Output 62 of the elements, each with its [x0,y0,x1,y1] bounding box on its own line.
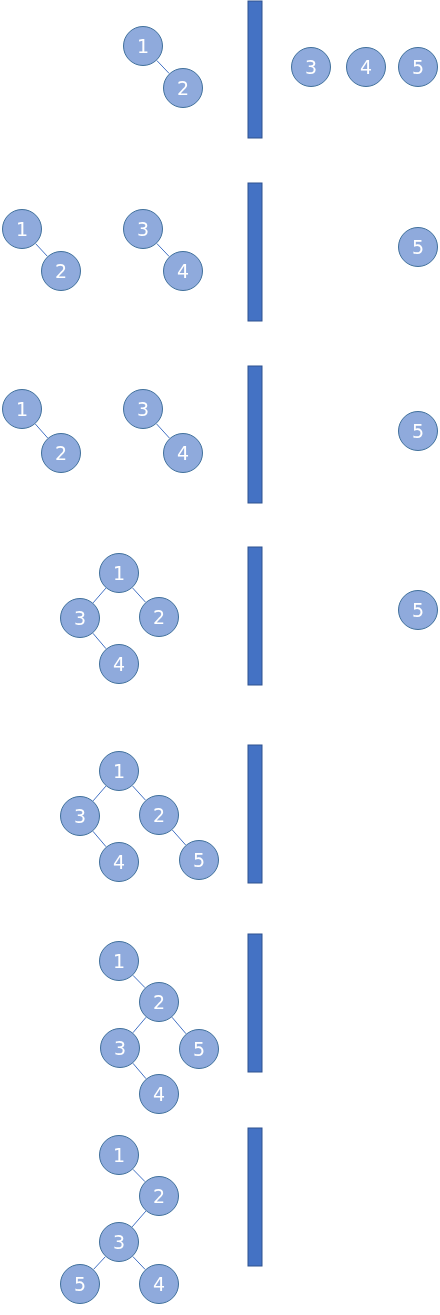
tree-edge [132,1256,146,1270]
divider-bar [247,365,263,504]
divider-bar [247,182,263,322]
tree-edge [156,60,170,74]
tree-edge [131,1210,147,1228]
tree-edge [132,1016,147,1034]
tree-node-circle: 4 [163,251,203,291]
tree-node-circle: 3 [100,1028,140,1068]
divider-bar [247,744,263,884]
tree-node-circle: 3 [99,1222,139,1262]
tree-node-circle: 5 [398,590,438,630]
tree-edge [35,243,48,257]
tree-node-circle: 1 [2,209,42,249]
tree-edge [92,632,107,650]
tree-node-circle: 3 [291,47,331,87]
tree-node-circle: 2 [139,795,179,835]
divider-bar [247,0,263,139]
tree-edge [131,587,147,603]
tree-node-circle: 1 [2,389,42,429]
tree-node-circle: 5 [398,227,438,267]
tree-node-circle: 5 [179,1029,219,1069]
tree-node-circle: 4 [139,1264,179,1304]
tree-node-circle: 4 [163,433,203,473]
tree-node-circle: 3 [60,598,100,638]
tree-node-circle: 2 [41,251,81,291]
tree-edge [155,423,171,439]
tree-node-circle: 2 [139,982,179,1022]
tree-node-circle: 4 [99,842,139,882]
tree-node-circle: 5 [398,47,438,87]
tree-node-circle: 3 [123,209,163,249]
tree-edge [171,829,187,846]
tree-node-circle: 5 [398,411,438,451]
tree-edge [92,830,107,848]
tree-edge [132,1168,146,1183]
tree-node-circle: 1 [99,553,139,593]
tree-edge [92,785,107,802]
tree-node-circle: 4 [139,1074,179,1114]
tree-edge [132,1062,147,1080]
tree-node-circle: 2 [41,433,81,473]
tree-node-circle: 3 [123,389,163,429]
divider-bar [247,1127,263,1267]
tree-node-circle: 1 [99,941,139,981]
tree-edge [171,1016,187,1035]
tree-node-circle: 4 [346,47,386,87]
tree-edge [131,785,147,801]
divider-bar [247,546,263,686]
tree-edge [34,423,49,439]
tree-edge [132,974,146,989]
tree-node-circle: 5 [60,1264,100,1304]
tree-node-circle: 2 [139,1176,179,1216]
tree-node-circle: 1 [99,1135,139,1175]
tree-node-circle: 5 [179,840,219,880]
tree-node-circle: 1 [123,26,163,66]
divider-bar [247,933,263,1073]
tree-edge [93,1256,106,1270]
tree-node-circle: 1 [99,751,139,791]
tree-edge [92,587,107,604]
tree-node-circle: 3 [60,796,100,836]
tree-node-circle: 2 [163,68,203,108]
tree-node-circle: 2 [139,597,179,637]
tree-node-circle: 4 [99,644,139,684]
tree-edge [156,243,170,257]
